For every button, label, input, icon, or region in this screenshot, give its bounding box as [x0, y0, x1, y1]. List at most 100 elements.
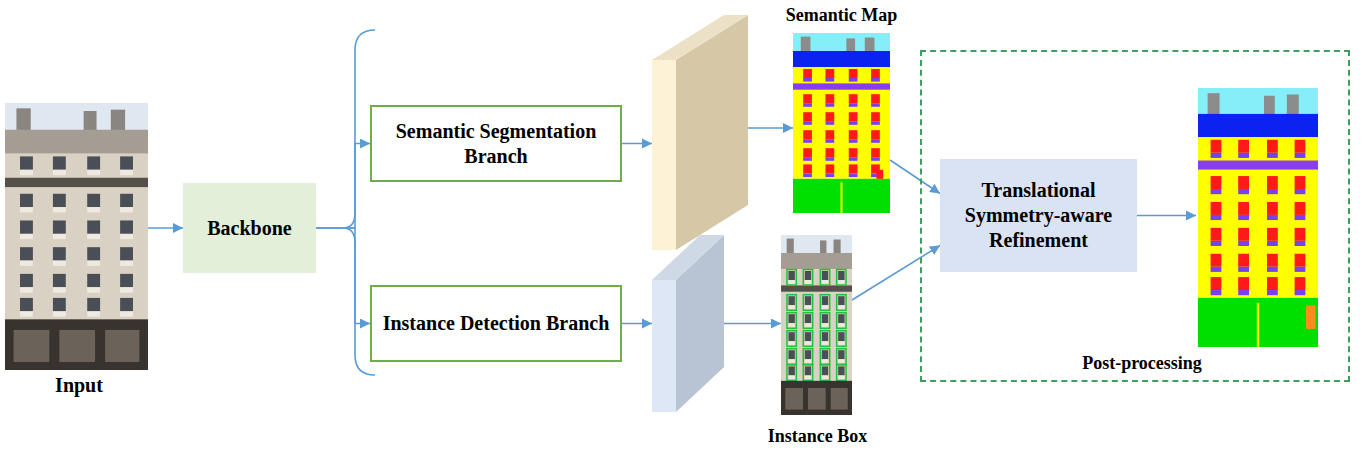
window	[871, 112, 880, 121]
window	[849, 148, 858, 157]
instance-box	[837, 349, 846, 365]
window-sill	[1267, 153, 1278, 158]
instance-box	[820, 295, 829, 311]
window	[53, 247, 66, 260]
feature-slab-top	[652, 235, 724, 280]
instance-box	[820, 313, 829, 329]
window	[825, 164, 834, 173]
shop-window	[831, 388, 848, 410]
building-image	[793, 33, 890, 213]
window-sill	[838, 280, 844, 284]
window	[803, 112, 812, 121]
window	[87, 156, 100, 169]
noise-blob	[1306, 306, 1316, 329]
window	[20, 194, 33, 207]
chimney	[1287, 94, 1299, 116]
chimney	[84, 111, 97, 132]
flow-arrow	[890, 160, 940, 194]
window-sill	[87, 170, 100, 175]
process-box: Semantic Segmentation Branch	[370, 105, 622, 182]
window	[1211, 254, 1222, 267]
window-sill	[1295, 153, 1306, 158]
window	[1238, 176, 1249, 189]
roof-band	[793, 51, 890, 67]
image-node: Input	[0, 103, 158, 403]
window	[20, 247, 33, 260]
window	[120, 298, 133, 311]
window-sill	[1295, 267, 1306, 272]
window-sill	[805, 305, 811, 309]
window	[1295, 176, 1306, 189]
chimney	[820, 240, 826, 254]
instance-box	[820, 365, 829, 381]
process-box: Instance Detection Branch	[370, 285, 622, 362]
window-sill	[838, 375, 844, 379]
window	[871, 130, 880, 139]
window-sill	[1238, 290, 1249, 295]
window	[1238, 254, 1249, 267]
window-sill	[53, 234, 66, 239]
window-sill	[803, 103, 812, 107]
window	[1238, 277, 1249, 290]
window-sill	[805, 280, 811, 284]
window	[822, 271, 828, 280]
window	[1295, 228, 1306, 241]
window	[805, 271, 811, 280]
window	[825, 112, 834, 121]
balcony-band	[1198, 161, 1318, 170]
window-sill	[87, 261, 100, 266]
window-sill	[1267, 267, 1278, 272]
window	[788, 332, 794, 341]
window-sill	[53, 287, 66, 292]
window	[1267, 176, 1278, 189]
facade-wall	[793, 67, 890, 179]
window	[120, 156, 133, 169]
caption-label: Semantic Map	[765, 4, 918, 27]
instance-box	[787, 331, 796, 347]
window	[53, 274, 66, 287]
window-sill	[849, 103, 858, 107]
window-sill	[825, 78, 834, 82]
window-sill	[788, 341, 794, 345]
instance-box	[803, 313, 812, 329]
window	[825, 69, 834, 78]
instance-box	[787, 349, 796, 365]
window	[805, 314, 811, 323]
window-sill	[1295, 290, 1306, 295]
chimney	[1208, 93, 1220, 116]
window-sill	[20, 207, 33, 212]
window-sill	[1295, 241, 1306, 246]
window	[803, 164, 812, 173]
box-label: Semantic Segmentation Branch	[378, 119, 614, 169]
window	[87, 298, 100, 311]
window	[1211, 277, 1222, 290]
balcony-band	[793, 83, 890, 89]
window-sill	[871, 121, 880, 125]
window	[20, 298, 33, 311]
window-sill	[87, 287, 100, 292]
flow-arrow	[316, 228, 370, 324]
instance-box	[820, 270, 829, 286]
window	[871, 69, 880, 78]
window-sill	[120, 170, 133, 175]
window	[838, 314, 844, 323]
instance-box	[787, 295, 796, 311]
box-label: Instance Detection Branch	[383, 311, 610, 336]
window	[120, 220, 133, 233]
window	[849, 94, 858, 103]
chimney	[801, 37, 811, 53]
window	[788, 350, 794, 359]
window	[838, 350, 844, 359]
facade-wall	[781, 269, 852, 381]
window	[20, 274, 33, 287]
instance-box	[803, 331, 812, 347]
window-sill	[822, 375, 828, 379]
chimney	[787, 239, 794, 255]
window-sill	[1238, 215, 1249, 220]
window	[805, 366, 811, 375]
instance-box	[837, 270, 846, 286]
window-sill	[822, 305, 828, 309]
building-image	[5, 103, 148, 370]
window	[805, 350, 811, 359]
instance-box	[803, 349, 812, 365]
